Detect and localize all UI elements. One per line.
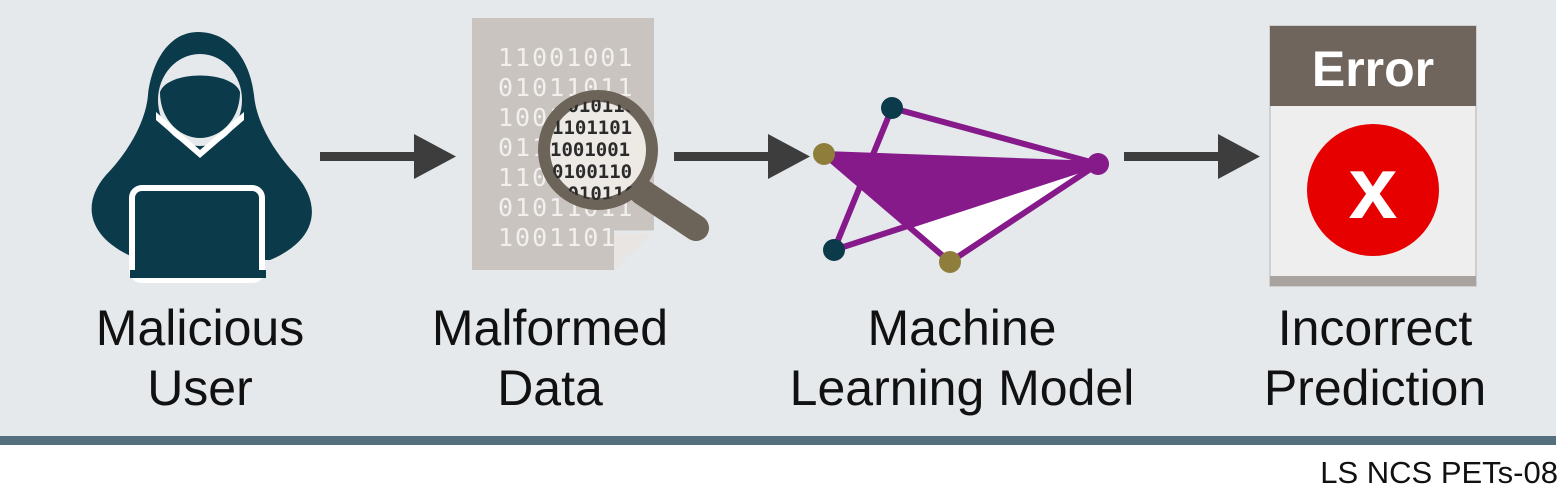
error-window-icon: Error x — [1269, 25, 1477, 287]
doc-binary-6: 1001101 — [498, 223, 617, 252]
flow-arrow-2 — [674, 134, 810, 179]
network-graph-icon — [813, 97, 1109, 273]
stage-label-line2: Data — [497, 360, 603, 416]
bottom-rule — [0, 436, 1556, 445]
stage-incorrect-prediction: Error x Incorrect Prediction — [1244, 0, 1506, 420]
error-title: Error — [1312, 41, 1434, 97]
stage-label: Malicious User — [60, 298, 340, 418]
stage-label-line2: Learning Model — [789, 360, 1135, 416]
stage-machine-learning-model: Machine Learning Model — [770, 0, 1154, 420]
lens-binary-2: 1001001 — [550, 139, 630, 161]
error-symbol: x — [1349, 138, 1398, 237]
stage-label: Malformed Data — [410, 298, 690, 418]
error-x-icon — [1307, 124, 1439, 256]
hooded-hacker-laptop-icon — [91, 32, 312, 283]
stage-label-line2: User — [147, 360, 253, 416]
stage-label: Machine Learning Model — [770, 298, 1154, 418]
stage-label: Incorrect Prediction — [1244, 298, 1506, 418]
stage-malicious-user: Malicious User — [60, 0, 340, 420]
doc-binary-0: 11001001 — [498, 43, 634, 72]
footer-code: LS NCS PETs-08 — [1320, 455, 1558, 490]
lens-binary-1: 1101101 — [552, 117, 632, 139]
stage-label-line1: Malformed — [431, 300, 669, 356]
lens-binary-3: 0100110 — [552, 161, 632, 183]
stage-label-line1: Incorrect — [1277, 300, 1473, 356]
stage-label-line1: Malicious — [95, 300, 305, 356]
stage-label-line2: Prediction — [1263, 360, 1487, 416]
flow-arrow-1 — [320, 134, 456, 179]
stage-label-line1: Machine — [867, 300, 1057, 356]
flow-arrow-3 — [1124, 134, 1260, 179]
